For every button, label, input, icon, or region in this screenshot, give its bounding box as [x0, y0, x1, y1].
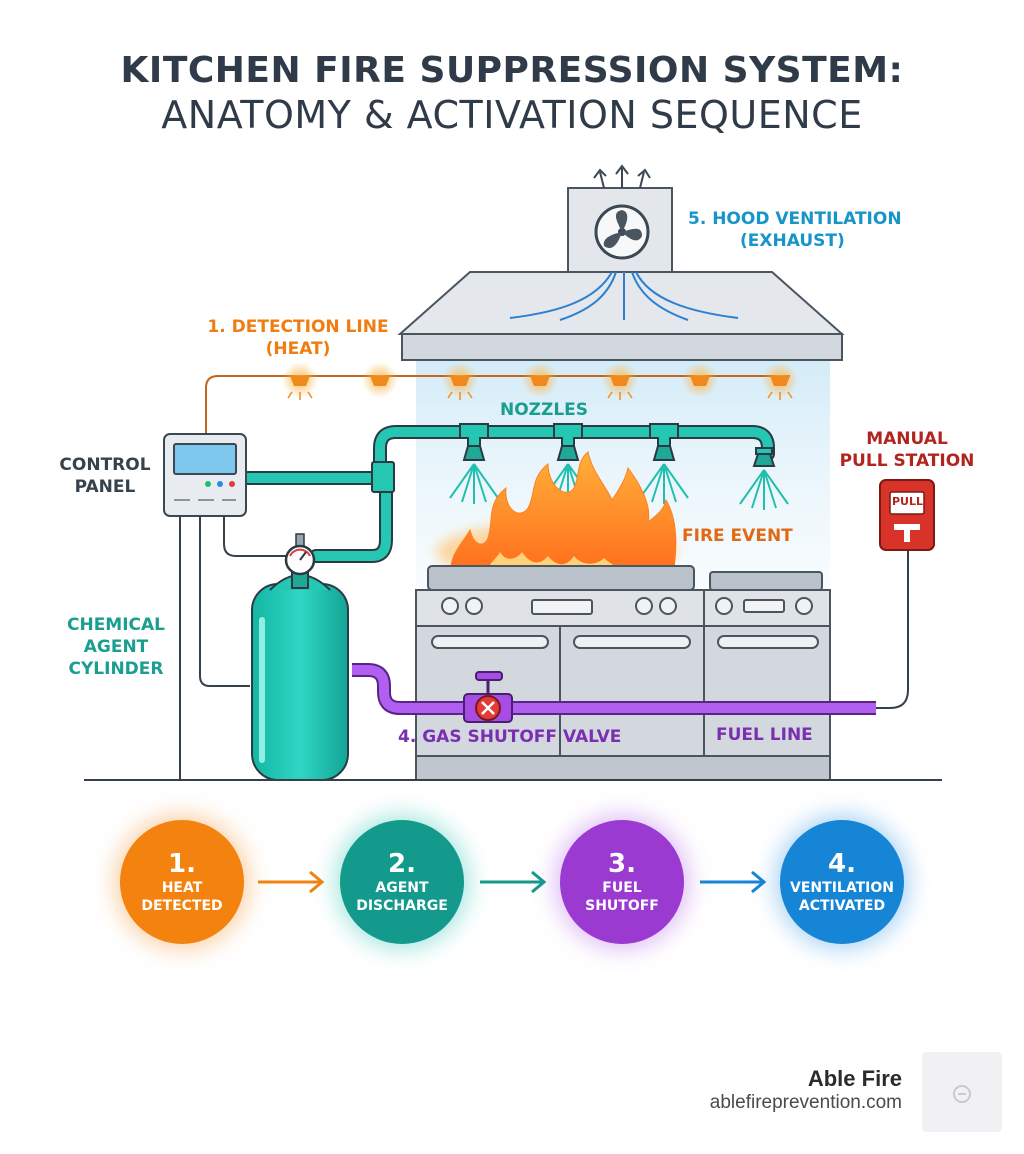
pull-station-text: PULL [892, 495, 924, 508]
exhaust-hood [397, 271, 845, 361]
valve-icon [463, 671, 513, 723]
label-fuel-line: FUEL LINE [716, 725, 813, 745]
label-nozzles: NOZZLES [500, 400, 589, 420]
chemical-agent-cylinder [251, 533, 349, 781]
heat-detector-icon [282, 362, 798, 400]
sequence-arrows [258, 870, 767, 894]
pull-station-icon [876, 479, 935, 709]
detection-line [205, 362, 798, 440]
control-panel [163, 433, 288, 780]
label-detection-line: 1. DETECTION LINE (HEAT) [207, 317, 389, 359]
label-hood-ventilation: 5. HOOD VENTILATION (EXHAUST) [688, 209, 902, 251]
brand-url: ablefireprevention.com [709, 1092, 902, 1113]
pressure-gauge-icon [284, 533, 316, 576]
fuel-line [352, 663, 876, 715]
range-appliance [415, 565, 831, 781]
label-fire-event: FIRE EVENT [682, 526, 793, 546]
logo-icon [922, 1052, 1002, 1132]
nozzle-icon [449, 423, 789, 510]
sequence-step-heat-detected: 1. HEAT DETECTED [120, 820, 244, 944]
brand-block: Able Fire ablefireprevention.com [710, 1066, 902, 1114]
label-control-panel: CONTROL PANEL [59, 455, 151, 497]
agent-pipe [241, 425, 775, 563]
sequence-step-ventilation-activated: 4. VENTILATION ACTIVATED [780, 820, 904, 944]
sequence-step-agent-discharge: 2. AGENT DISCHARGE [340, 820, 464, 944]
page-title-line1: KITCHEN FIRE SUPPRESSION SYSTEM: [120, 50, 904, 91]
exhaust-duct [567, 164, 673, 273]
label-chemical-agent-cylinder: CHEMICAL AGENT CYLINDER [66, 615, 166, 679]
brand-name: Able Fire [807, 1066, 902, 1091]
label-gas-shutoff-valve: 4. GAS SHUTOFF VALVE [398, 727, 622, 747]
sequence-step-fuel-shutoff: 3. FUEL SHUTOFF [560, 820, 684, 944]
fan-icon [594, 204, 650, 260]
page-title-line2: ANATOMY & ACTIVATION SEQUENCE [161, 93, 863, 137]
label-manual-pull-station: MANUAL PULL STATION [839, 429, 975, 471]
